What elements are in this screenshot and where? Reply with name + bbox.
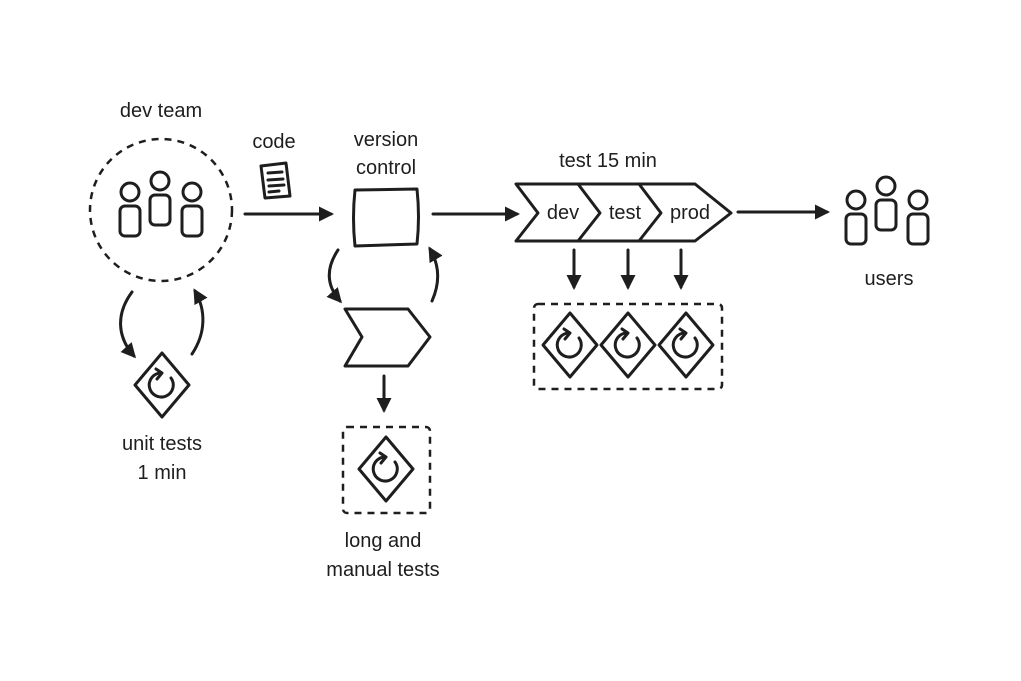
version-control-label: version xyxy=(354,129,418,151)
to-build-arrow xyxy=(326,248,342,304)
long-tests-boundary xyxy=(341,425,432,515)
version-control-label-line2: control xyxy=(356,157,416,179)
test-stage-test-icon xyxy=(599,311,657,379)
pipeline-time-label: test 15 min xyxy=(559,150,657,172)
long-tests-icon xyxy=(357,435,415,503)
unit-tests-icon xyxy=(133,351,191,419)
pipeline-outline xyxy=(514,182,733,243)
long-tests-label-line2: manual tests xyxy=(326,559,439,581)
stage-test-label: test xyxy=(609,202,642,224)
stage-divider-2 xyxy=(637,182,663,243)
stage-divider-1 xyxy=(576,182,602,243)
stage-prod-label: prod xyxy=(670,202,710,224)
dev-team-people-icon xyxy=(118,170,204,238)
dev-stage-test-icon xyxy=(541,311,599,379)
stage-dev-label: dev xyxy=(547,202,579,224)
code-document-icon xyxy=(259,161,292,200)
code-label: code xyxy=(252,131,295,153)
deployment-pipeline: dev test prod xyxy=(514,182,733,243)
unit-tests-time-label: 1 min xyxy=(138,462,187,484)
unit-tests-label: unit tests xyxy=(122,433,202,455)
from-unit-tests-arrow xyxy=(190,288,208,356)
to-unit-tests-arrow xyxy=(119,290,136,359)
stage-tests-boundary xyxy=(532,302,724,391)
from-build-arrow xyxy=(428,246,443,303)
dev-team-boundary xyxy=(88,137,234,283)
long-tests-label: long and xyxy=(345,530,422,552)
prod-stage-test-icon xyxy=(657,311,715,379)
users-people-icon xyxy=(844,175,930,246)
users-label: users xyxy=(865,268,914,290)
version-control-box xyxy=(352,187,420,248)
build-stage-chevron xyxy=(343,307,432,368)
dev-team-label: dev team xyxy=(120,100,202,122)
